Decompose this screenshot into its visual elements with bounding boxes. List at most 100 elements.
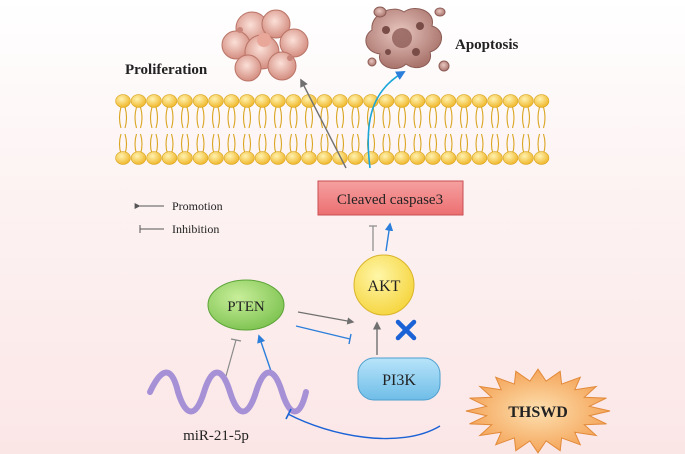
lipid-head — [456, 94, 472, 108]
lipid-head — [223, 94, 240, 108]
apoptosis-cell-icon — [365, 6, 450, 72]
lipid-tail — [428, 106, 438, 155]
lipid-head — [363, 151, 379, 165]
lipid-head — [518, 151, 534, 165]
lipid-head — [409, 94, 426, 108]
apoptosis-label: Apoptosis — [455, 37, 519, 53]
akt-node — [353, 254, 415, 316]
lipid-tail — [134, 106, 143, 155]
lipid-head — [285, 94, 302, 108]
lipid-head — [440, 94, 457, 108]
akt-promotes-caspase-arrow — [384, 222, 394, 252]
lipid-tail — [490, 106, 500, 155]
cleaved-caspase3-box — [317, 180, 464, 216]
lipid-tail — [475, 106, 484, 155]
lipid-tail — [165, 106, 174, 155]
lipid-head — [130, 151, 147, 165]
lipid-head — [239, 151, 255, 165]
lipid-tail — [397, 106, 407, 155]
caspase-to-apoptosis-arrow — [367, 71, 406, 169]
lipid-head — [270, 151, 286, 165]
pi3k-label: PI3K — [382, 372, 416, 389]
lipid-head — [285, 151, 302, 165]
lipid-head — [394, 151, 410, 165]
lipid-tail — [335, 106, 345, 155]
lipid-head — [192, 94, 209, 108]
lipid-head — [254, 151, 271, 165]
cleaved-caspase3-label: Cleaved caspase3 — [337, 192, 443, 208]
lipid-head — [239, 94, 255, 108]
mirna-inhibits-pten-bar — [230, 338, 242, 342]
lipid-head — [177, 151, 193, 165]
lipid-head — [456, 151, 472, 165]
lipid-tail — [444, 106, 453, 155]
akt-label: AKT — [368, 278, 401, 295]
pten-inhibits-akt-line — [295, 325, 351, 340]
lipid-head — [378, 94, 395, 108]
lipid-head — [471, 151, 488, 165]
lipid-head — [161, 151, 178, 165]
lipid-tail — [289, 106, 298, 155]
lipid-head — [347, 94, 364, 108]
lipid-head — [533, 94, 550, 108]
thswd-burst — [465, 368, 611, 454]
lipid-tail — [227, 106, 236, 155]
lipid-head — [115, 151, 131, 165]
lipid-head — [502, 151, 519, 165]
lipid-tail — [304, 106, 314, 155]
lipid-tail — [149, 106, 159, 155]
lipid-head — [161, 94, 178, 108]
lipid-head — [440, 151, 457, 165]
lipid-head — [208, 151, 224, 165]
blocked-x-icon — [395, 319, 417, 341]
lipid-head — [192, 151, 209, 165]
lipid-head — [177, 94, 193, 108]
lipid-head — [316, 94, 333, 108]
lipid-head — [378, 151, 395, 165]
legend: Promotion Inhibition — [134, 199, 223, 236]
lipid-head — [471, 94, 488, 108]
lipid-tail — [521, 106, 531, 155]
caspase-to-proliferation-arrow — [300, 78, 347, 169]
thswd-inhibits-mirna-bar — [285, 408, 292, 420]
lipid-head — [130, 94, 147, 108]
thswd-label: THSWD — [508, 404, 568, 421]
lipid-head — [332, 151, 348, 165]
lipid-head — [208, 94, 224, 108]
pten-to-akt-arrow — [297, 311, 355, 325]
mirna-promotes-pten-arrow — [257, 334, 273, 375]
proliferation-cell-cluster-icon — [221, 9, 309, 82]
lipid-head — [270, 94, 286, 108]
lipid-head — [487, 94, 503, 108]
promotion-legend-label: Promotion — [172, 199, 223, 213]
lipid-head — [223, 151, 240, 165]
thswd-inhibits-mirna-curve — [287, 413, 441, 440]
pten-inhibits-akt-bar — [348, 333, 352, 345]
inhibition-legend-label: Inhibition — [172, 222, 219, 236]
lipid-head — [487, 151, 503, 165]
lipid-tail — [459, 106, 469, 155]
lipid-head — [254, 94, 271, 108]
lipid-head — [533, 151, 550, 165]
lipid-tail — [413, 106, 422, 155]
lipid-tail — [537, 106, 546, 155]
lipid-head — [425, 151, 441, 165]
lipid-tail — [382, 106, 391, 155]
lipid-head — [518, 94, 534, 108]
lipid-tail — [118, 106, 128, 155]
pten-label: PTEN — [227, 299, 265, 315]
proliferation-label: Proliferation — [125, 62, 208, 78]
lipid-head — [301, 151, 317, 165]
lipid-tail — [351, 106, 360, 155]
pten-node — [207, 279, 285, 331]
lipid-head — [146, 94, 162, 108]
lipid-tail — [242, 106, 252, 155]
mirna-wave — [147, 369, 309, 415]
lipid-bilayer-membrane — [115, 94, 550, 165]
lipid-head — [409, 151, 426, 165]
lipid-tail — [273, 106, 283, 155]
lipid-head — [316, 151, 333, 165]
lipid-tail — [196, 106, 205, 155]
lipid-head — [115, 94, 131, 108]
